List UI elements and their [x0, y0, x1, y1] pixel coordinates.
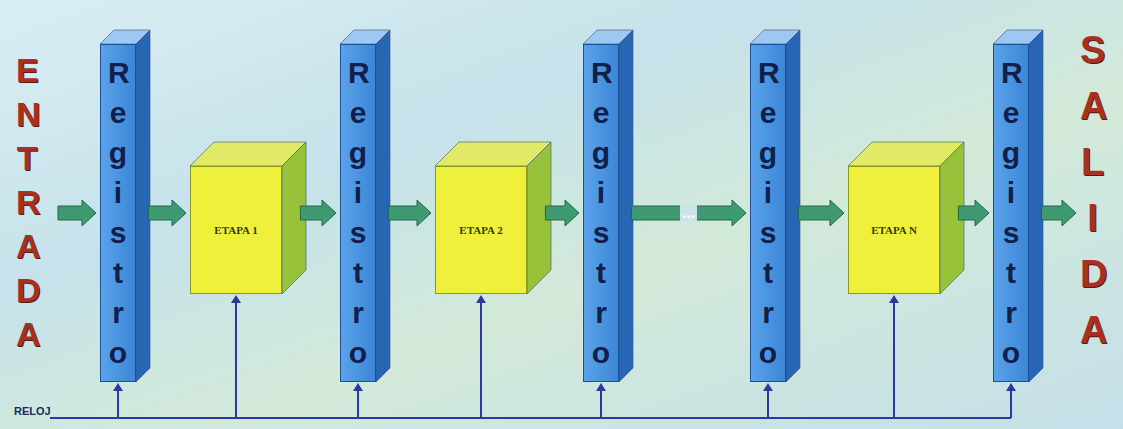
data-arrow	[300, 200, 336, 226]
stage-label: ETAPA 1	[214, 224, 257, 236]
clock-tap	[235, 302, 237, 418]
data-arrow	[545, 200, 579, 226]
io-label: SALIDA	[1080, 22, 1105, 358]
register-block: Registro	[993, 44, 1029, 382]
data-arrow-shape	[388, 200, 431, 226]
stage-block: ETAPA N	[848, 166, 940, 294]
stage-label: ETAPA N	[871, 224, 917, 236]
clock-tap	[357, 390, 359, 418]
data-arrow-shape	[798, 200, 844, 226]
clock-line	[50, 417, 1011, 419]
register-label: Registro	[348, 45, 368, 373]
clock-arrowhead	[596, 383, 606, 391]
clock-tap	[117, 390, 119, 418]
data-arrow-shape	[300, 200, 336, 226]
clock-arrowhead	[353, 383, 363, 391]
register-label: Registro	[591, 45, 611, 373]
clock-tap	[1010, 390, 1012, 418]
register-block: Registro	[340, 44, 376, 382]
clock-arrowhead	[476, 295, 486, 303]
clock-tap	[600, 390, 602, 418]
register-label: Registro	[1001, 45, 1021, 373]
register-block: Registro	[583, 44, 619, 382]
data-arrow	[388, 200, 431, 226]
clock-tap	[480, 302, 482, 418]
data-arrow-shape	[631, 200, 746, 226]
io-label: ENTRADA	[16, 48, 38, 356]
clock-label: RELOJ	[14, 405, 51, 417]
data-arrow-shape	[958, 200, 989, 226]
data-arrow-shape	[148, 200, 186, 226]
register-block: Registro	[100, 44, 136, 382]
register-label: Registro	[758, 45, 778, 373]
input-arrow	[58, 200, 96, 226]
data-arrow	[148, 200, 186, 226]
data-arrow-shape	[545, 200, 579, 226]
edge-label: ...	[680, 205, 697, 221]
clock-tap	[767, 390, 769, 418]
clock-arrowhead	[763, 383, 773, 391]
clock-arrowhead	[113, 383, 123, 391]
register-label: Registro	[108, 45, 128, 373]
data-arrow	[631, 200, 746, 226]
stage-block: ETAPA 1	[190, 166, 282, 294]
register-block: Registro	[750, 44, 786, 382]
clock-arrowhead	[889, 295, 899, 303]
clock-arrowhead	[1006, 383, 1016, 391]
stage-block: ETAPA 2	[435, 166, 527, 294]
clock-tap	[893, 302, 895, 418]
data-arrow	[798, 200, 844, 226]
data-arrow	[958, 200, 989, 226]
clock-arrowhead	[231, 295, 241, 303]
output-arrow	[1041, 200, 1076, 226]
stage-label: ETAPA 2	[459, 224, 502, 236]
